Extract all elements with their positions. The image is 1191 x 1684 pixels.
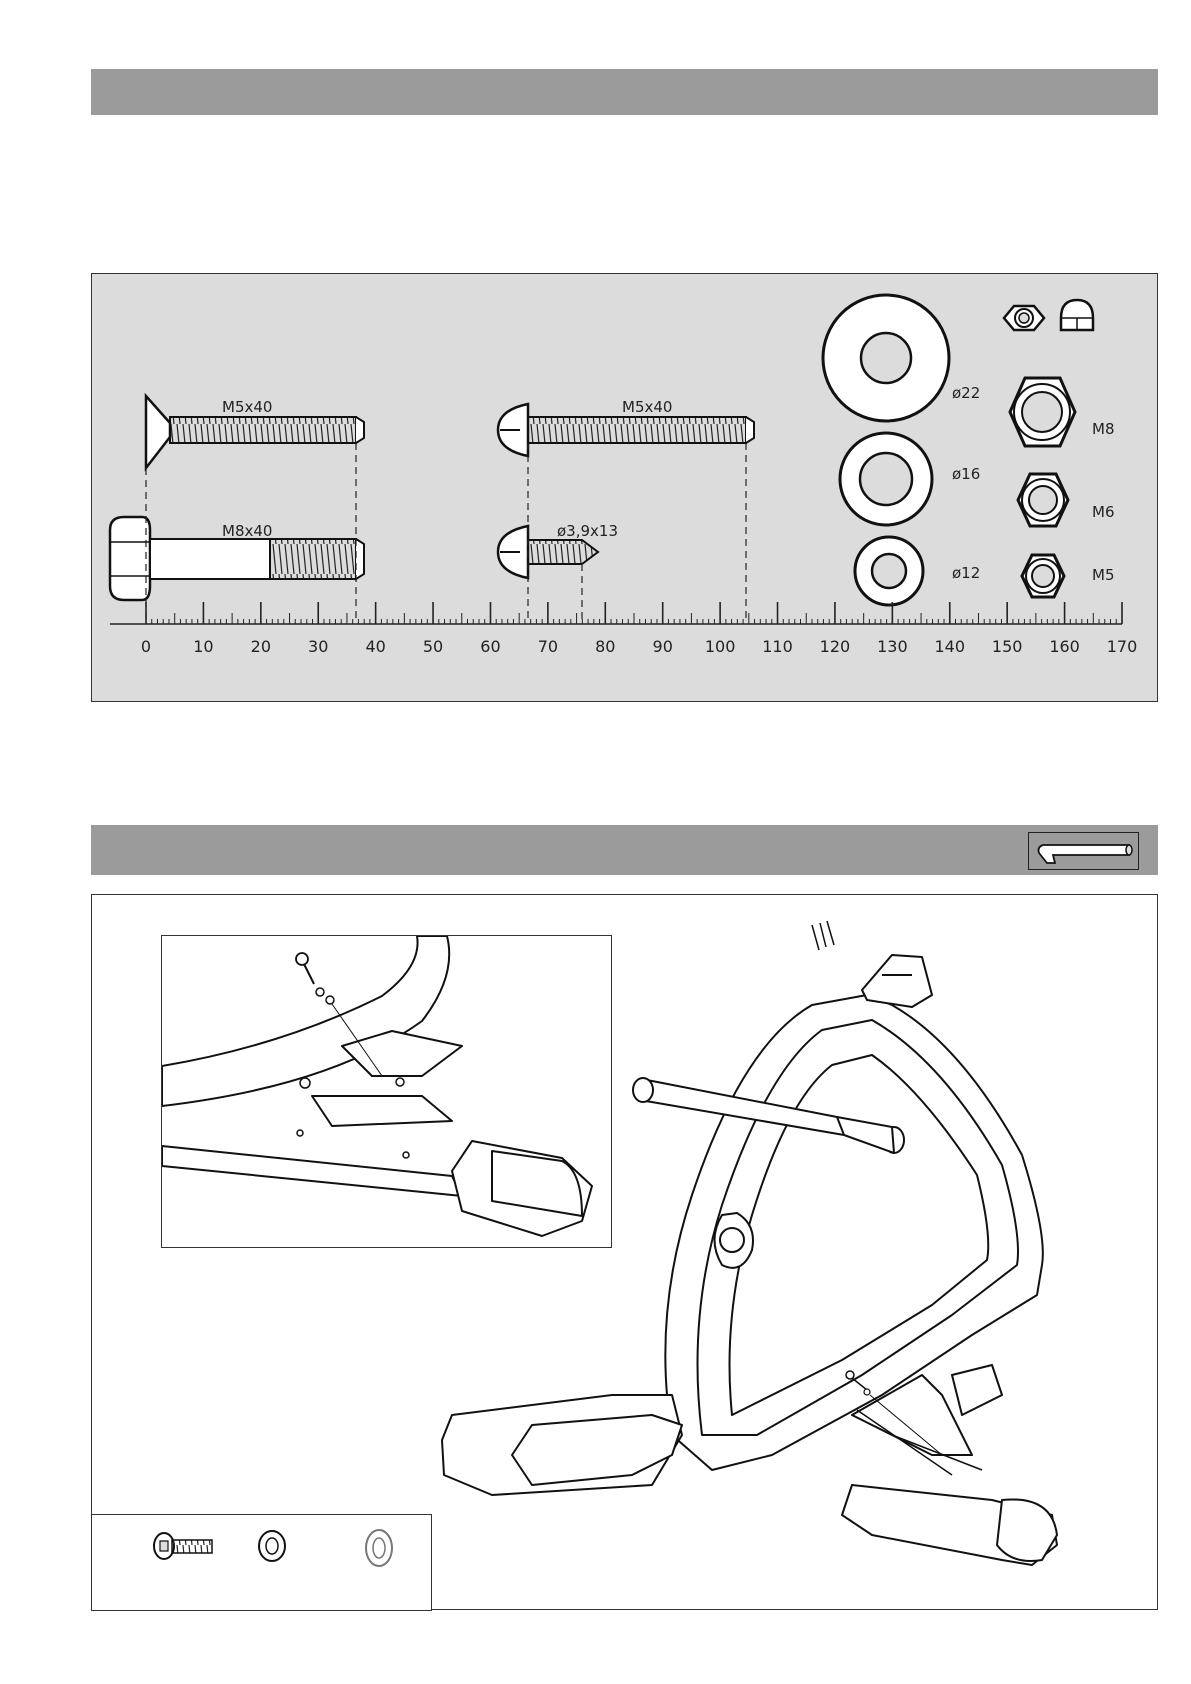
ruler-tick-label: 150 (992, 637, 1023, 656)
ruler-tick-label: 110 (762, 637, 793, 656)
washer-medium-icon (840, 433, 932, 525)
spring-washer-icon (259, 1531, 285, 1561)
ruler-tick-label: 40 (365, 637, 385, 656)
hex-nut-m8-label: M8 (1092, 420, 1115, 438)
parts-required-box (91, 1514, 432, 1611)
ruler-tick-label: 130 (877, 637, 908, 656)
cap-nut-icon (1061, 300, 1093, 330)
ruler-tick-label: 140 (934, 637, 965, 656)
tool-badge (1028, 832, 1139, 870)
hex-nut-m5-icon (1022, 555, 1064, 597)
ruler-tick-label: 70 (538, 637, 558, 656)
round-head-bolt-label: M5x40 (622, 398, 672, 416)
hardware-drawing: M5x40 M8x40 M5x40 ø3,9x13 (92, 274, 1159, 703)
assembly-panel (91, 894, 1158, 1610)
hex-nut-m5-label: M5 (1092, 566, 1115, 584)
section-header-bar-hardware (91, 69, 1158, 115)
hex-nut-m8-icon (1010, 378, 1075, 446)
washer-large-label: ø22 (952, 384, 980, 402)
ruler-tick-label: 100 (705, 637, 736, 656)
section-header-bar-assembly (91, 825, 1158, 875)
ruler-tick-label: 30 (308, 637, 328, 656)
detail-inset (161, 935, 612, 1248)
detail-illustration (162, 936, 612, 1248)
ruler-tick-label: 170 (1107, 637, 1138, 656)
ruler-tick-label: 20 (251, 637, 271, 656)
ruler-tick-label: 0 (141, 637, 151, 656)
washer-small-icon (855, 537, 923, 605)
hex-nut-m6-icon (1018, 474, 1068, 526)
ruler-tick-label: 160 (1049, 637, 1080, 656)
parts-illustration (92, 1515, 433, 1612)
washer-small-label: ø12 (952, 564, 980, 582)
measuring-ruler: 0 10 20 30 40 50 60 70 80 90 100 110 120 130 140 150 160… (110, 602, 1137, 656)
countersunk-bolt-label: M5x40 (222, 398, 272, 416)
tapping-screw-label: ø3,9x13 (557, 522, 618, 540)
ruler-tick-label: 80 (595, 637, 615, 656)
hardware-panel: M5x40 M8x40 M5x40 ø3,9x13 (91, 273, 1158, 702)
ruler-tick-label: 50 (423, 637, 443, 656)
ruler-tick-label: 10 (193, 637, 213, 656)
ruler-tick-label: 90 (653, 637, 673, 656)
flat-washer-icon (366, 1530, 392, 1566)
ruler-tick-label: 120 (820, 637, 851, 656)
lock-nut-icon (1004, 306, 1044, 330)
washer-large-icon (823, 295, 949, 421)
hex-key-icon (1029, 833, 1137, 868)
ruler-tick-label: 60 (480, 637, 500, 656)
top-bolts-icon (812, 921, 834, 950)
button-head-bolt-icon (154, 1533, 212, 1559)
hex-nut-m6-label: M6 (1092, 503, 1115, 521)
hex-bolt-label: M8x40 (222, 522, 272, 540)
washer-medium-label: ø16 (952, 465, 980, 483)
